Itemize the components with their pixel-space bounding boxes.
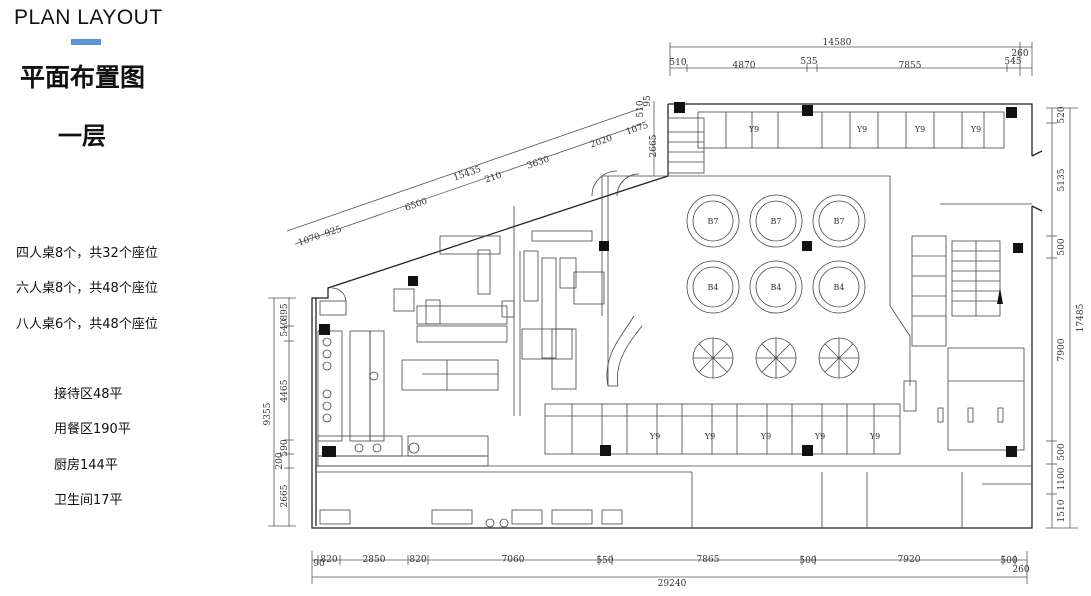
dim-bottom-5: 550 — [596, 556, 613, 566]
seating-six-person: 六人桌8个，共48个座位 — [16, 281, 158, 296]
dim-diag-6: 3630 — [526, 155, 551, 172]
dim-bottom-6: 7865 — [697, 555, 720, 565]
dim-left-vert-2: 510 — [636, 100, 646, 117]
dim-bottom-8: 7920 — [898, 555, 921, 565]
dim-bottom-2: 2850 — [363, 555, 386, 565]
dim-top-right-small: 260 — [1011, 49, 1028, 59]
dim-left-2: 895 — [280, 303, 290, 320]
table-label-round-4: B4 — [708, 283, 719, 292]
dim-bottom-7: 500 — [799, 556, 816, 566]
floor-label: 一层 — [58, 122, 106, 150]
area-kitchen: 厨房144平 — [54, 458, 118, 473]
seating-four-person: 四人桌8个，共32个座位 — [16, 246, 158, 261]
table-label-round-6: B4 — [834, 283, 845, 292]
dim-diag-2: 925 — [324, 224, 344, 239]
dim-diag-8: 1075 — [625, 121, 650, 138]
dim-bottom-1: 820 — [320, 555, 337, 565]
table-label-top-4: Y9 — [970, 125, 981, 134]
dim-right-7: 1510 — [1057, 499, 1067, 522]
dim-top-4: 7855 — [899, 61, 922, 71]
floor-plan-drawing: 14580 260 510 4870 535 7855 545 1070 925… — [263, 38, 1086, 589]
dim-top-total: 14580 — [823, 38, 852, 48]
dim-right-3: 500 — [1057, 238, 1067, 255]
dim-diag-7: 2020 — [589, 134, 614, 151]
title-accent-bar — [71, 39, 101, 45]
dim-left-5: 200 — [275, 452, 285, 469]
dim-top-5: 545 — [1004, 57, 1021, 67]
title-en: PLAN LAYOUT — [14, 6, 163, 29]
title-cn: 平面布置图 — [20, 63, 146, 92]
dim-right-1: 520 — [1057, 106, 1067, 123]
table-label-top-3: Y9 — [914, 125, 925, 134]
dim-bottom-4: 7060 — [502, 555, 525, 565]
dim-right-4: 7900 — [1057, 338, 1067, 361]
table-label-bottom-3: Y9 — [760, 432, 771, 441]
dim-diag-1: 1070 — [297, 232, 322, 249]
dim-bottom-total: 29240 — [658, 579, 687, 589]
dim-right-5: 500 — [1057, 443, 1067, 460]
table-label-round-5: B4 — [771, 283, 782, 292]
dim-left-vert-3: 2665 — [649, 134, 659, 157]
dim-left-6: 2665 — [280, 484, 290, 507]
dim-top-1: 510 — [669, 58, 686, 68]
table-label-top-2: Y9 — [856, 125, 867, 134]
dim-right-2: 5135 — [1057, 168, 1067, 191]
dim-top-3: 535 — [800, 57, 817, 67]
seating-eight-person: 八人桌6个，共48个座位 — [16, 317, 158, 332]
table-label-round-1: B7 — [708, 217, 719, 226]
table-label-bottom-5: Y9 — [869, 432, 880, 441]
dim-diag-3: 6500 — [404, 197, 429, 214]
dim-diag-4: 210 — [484, 170, 504, 185]
table-label-bottom-2: Y9 — [704, 432, 715, 441]
dim-right-total: 17485 — [1076, 303, 1086, 332]
area-restroom: 卫生间17平 — [54, 493, 123, 508]
area-reception: 接待区48平 — [54, 387, 123, 402]
dim-left-vert-1: 95 — [643, 95, 653, 107]
dim-left-3: 4465 — [280, 379, 290, 402]
dim-left-1: 540 — [280, 319, 290, 336]
dim-bottom-left-small: 90 — [313, 559, 325, 569]
table-label-round-3: B7 — [834, 217, 845, 226]
table-label-bottom-1: Y9 — [649, 432, 660, 441]
dim-right-6: 1100 — [1057, 467, 1067, 490]
area-dining: 用餐区190平 — [54, 422, 131, 437]
table-label-round-2: B7 — [771, 217, 782, 226]
dim-left-total: 9355 — [263, 402, 273, 425]
dim-bottom-9: 500 — [1000, 556, 1017, 566]
dim-top-2: 4870 — [733, 61, 756, 71]
dim-bottom-right-small: 260 — [1012, 565, 1029, 575]
dim-bottom-3: 820 — [409, 555, 426, 565]
dim-left-4: 590 — [280, 439, 290, 456]
table-label-bottom-4: Y9 — [814, 432, 825, 441]
table-label-top-1: Y9 — [748, 125, 759, 134]
